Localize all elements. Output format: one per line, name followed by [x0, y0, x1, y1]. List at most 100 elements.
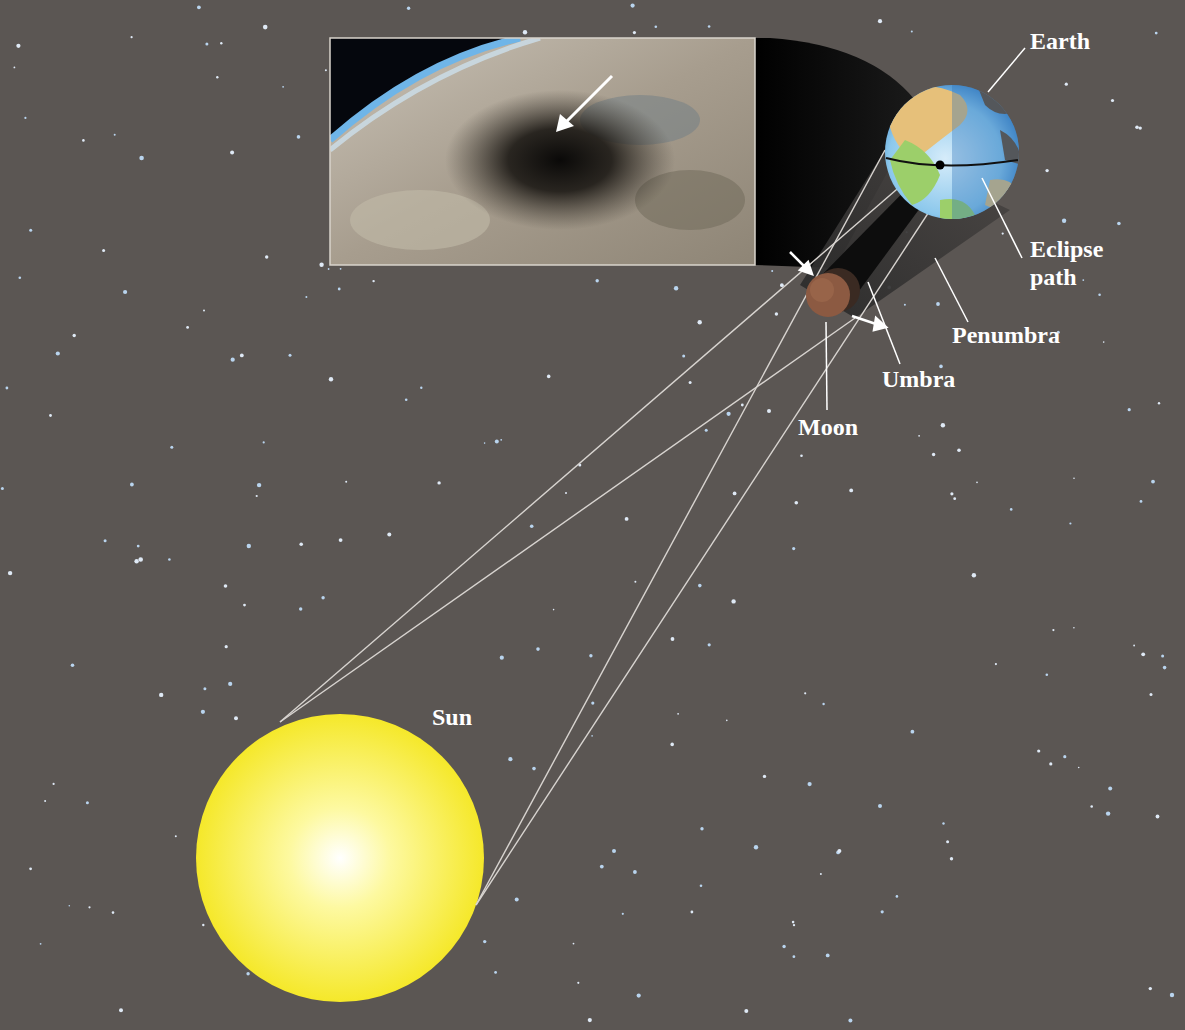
star [553, 609, 555, 611]
star [682, 355, 685, 358]
star [319, 263, 323, 267]
star [228, 682, 232, 686]
star [325, 69, 327, 71]
star [775, 312, 778, 315]
star [995, 663, 997, 665]
star [246, 972, 249, 975]
star [1141, 652, 1145, 656]
star [957, 449, 961, 453]
star [1158, 402, 1160, 404]
star [1128, 408, 1131, 411]
star [532, 767, 536, 771]
penumbra-label: Penumbra [952, 322, 1060, 350]
star [1, 487, 4, 490]
star [950, 492, 953, 495]
star [698, 320, 702, 324]
star [1161, 654, 1164, 657]
star [698, 584, 702, 588]
star [49, 414, 52, 417]
star [29, 867, 32, 870]
star [822, 703, 824, 705]
star [700, 827, 703, 830]
star [1108, 787, 1112, 791]
star [230, 150, 234, 154]
star [263, 441, 265, 443]
star [203, 309, 205, 311]
star [848, 1019, 852, 1023]
star [536, 647, 540, 651]
star [976, 482, 978, 484]
star [500, 656, 504, 660]
star [289, 354, 292, 357]
star [808, 782, 812, 786]
star [1049, 762, 1052, 765]
star [8, 571, 12, 575]
star [800, 454, 803, 457]
star [793, 955, 796, 958]
star [73, 334, 76, 337]
star [523, 30, 527, 34]
star [1151, 480, 1155, 484]
star [1106, 811, 1110, 815]
star [256, 495, 258, 497]
star [88, 906, 90, 908]
star [372, 280, 374, 282]
star [942, 822, 944, 824]
star [918, 435, 920, 437]
star [1155, 32, 1158, 35]
star [700, 884, 703, 887]
star [932, 453, 935, 456]
star [216, 76, 218, 78]
star [795, 501, 799, 505]
star [708, 25, 711, 28]
star [634, 581, 636, 583]
star [123, 290, 127, 294]
star [6, 387, 9, 390]
star [483, 940, 486, 943]
star [16, 44, 20, 48]
star [911, 730, 915, 734]
star [881, 910, 884, 913]
star [637, 994, 641, 998]
star [387, 533, 391, 537]
star [231, 358, 235, 362]
star [754, 845, 758, 849]
star [44, 800, 46, 802]
star [792, 547, 795, 550]
star [86, 801, 89, 804]
star [71, 663, 75, 667]
star [263, 25, 268, 30]
star [24, 117, 26, 119]
star [792, 921, 795, 924]
star [257, 483, 261, 487]
star [508, 757, 512, 761]
star [500, 439, 502, 441]
star [1010, 508, 1013, 511]
star [1156, 815, 1160, 819]
star [29, 229, 32, 232]
star [407, 7, 410, 10]
star [299, 607, 302, 610]
star [577, 982, 579, 984]
star [767, 409, 771, 413]
star [612, 849, 616, 853]
star [677, 713, 679, 715]
star [321, 596, 324, 599]
star [670, 743, 674, 747]
star [878, 19, 882, 23]
star [420, 387, 422, 389]
star [134, 559, 138, 563]
star [671, 637, 675, 641]
star [114, 134, 116, 136]
star [339, 538, 343, 542]
star [40, 943, 42, 945]
star [82, 139, 85, 142]
star [826, 954, 830, 958]
star [1139, 126, 1142, 129]
star [573, 943, 575, 945]
star [782, 945, 785, 948]
star [494, 971, 497, 974]
umbra-label: Umbra [882, 366, 955, 394]
star [950, 857, 953, 860]
star [175, 835, 177, 837]
